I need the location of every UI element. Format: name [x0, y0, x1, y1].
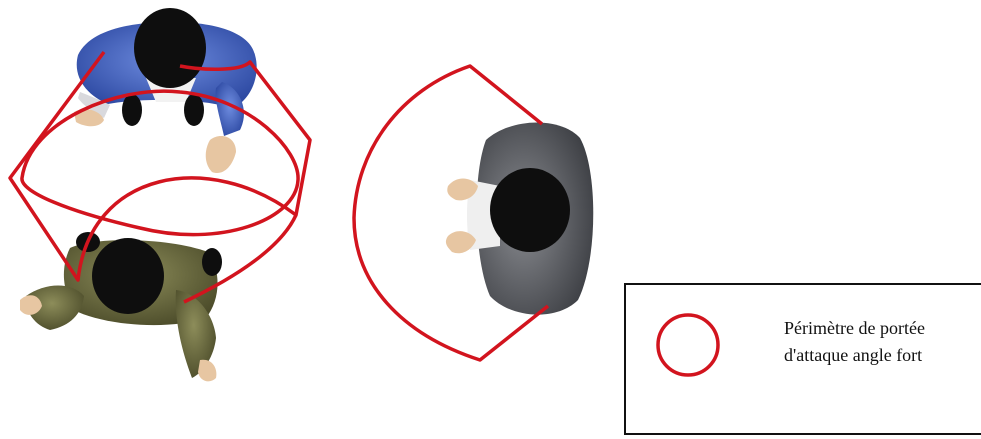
- olive-head-hair: [92, 238, 164, 314]
- person-olive-bottom-left: [20, 232, 222, 381]
- legend-label: Périmètre de portée d'attaque angle fort: [784, 315, 925, 369]
- blue-head-hair: [134, 8, 206, 88]
- legend-label-line1: Périmètre de portée: [784, 315, 925, 342]
- red-circle-icon: [654, 311, 722, 379]
- legend-label-line2: d'attaque angle fort: [784, 342, 925, 369]
- legend-box: Périmètre de portée d'attaque angle fort: [624, 283, 981, 435]
- blue-right-shoe: [184, 94, 204, 126]
- person-gray-right: [446, 122, 593, 314]
- blue-right-hand: [206, 136, 236, 173]
- range-perimeter-olive: [22, 91, 298, 235]
- blue-left-shoe: [122, 94, 142, 126]
- olive-right-hand: [198, 360, 216, 382]
- olive-right-shoe: [202, 248, 222, 276]
- gray-head-hair: [490, 168, 570, 252]
